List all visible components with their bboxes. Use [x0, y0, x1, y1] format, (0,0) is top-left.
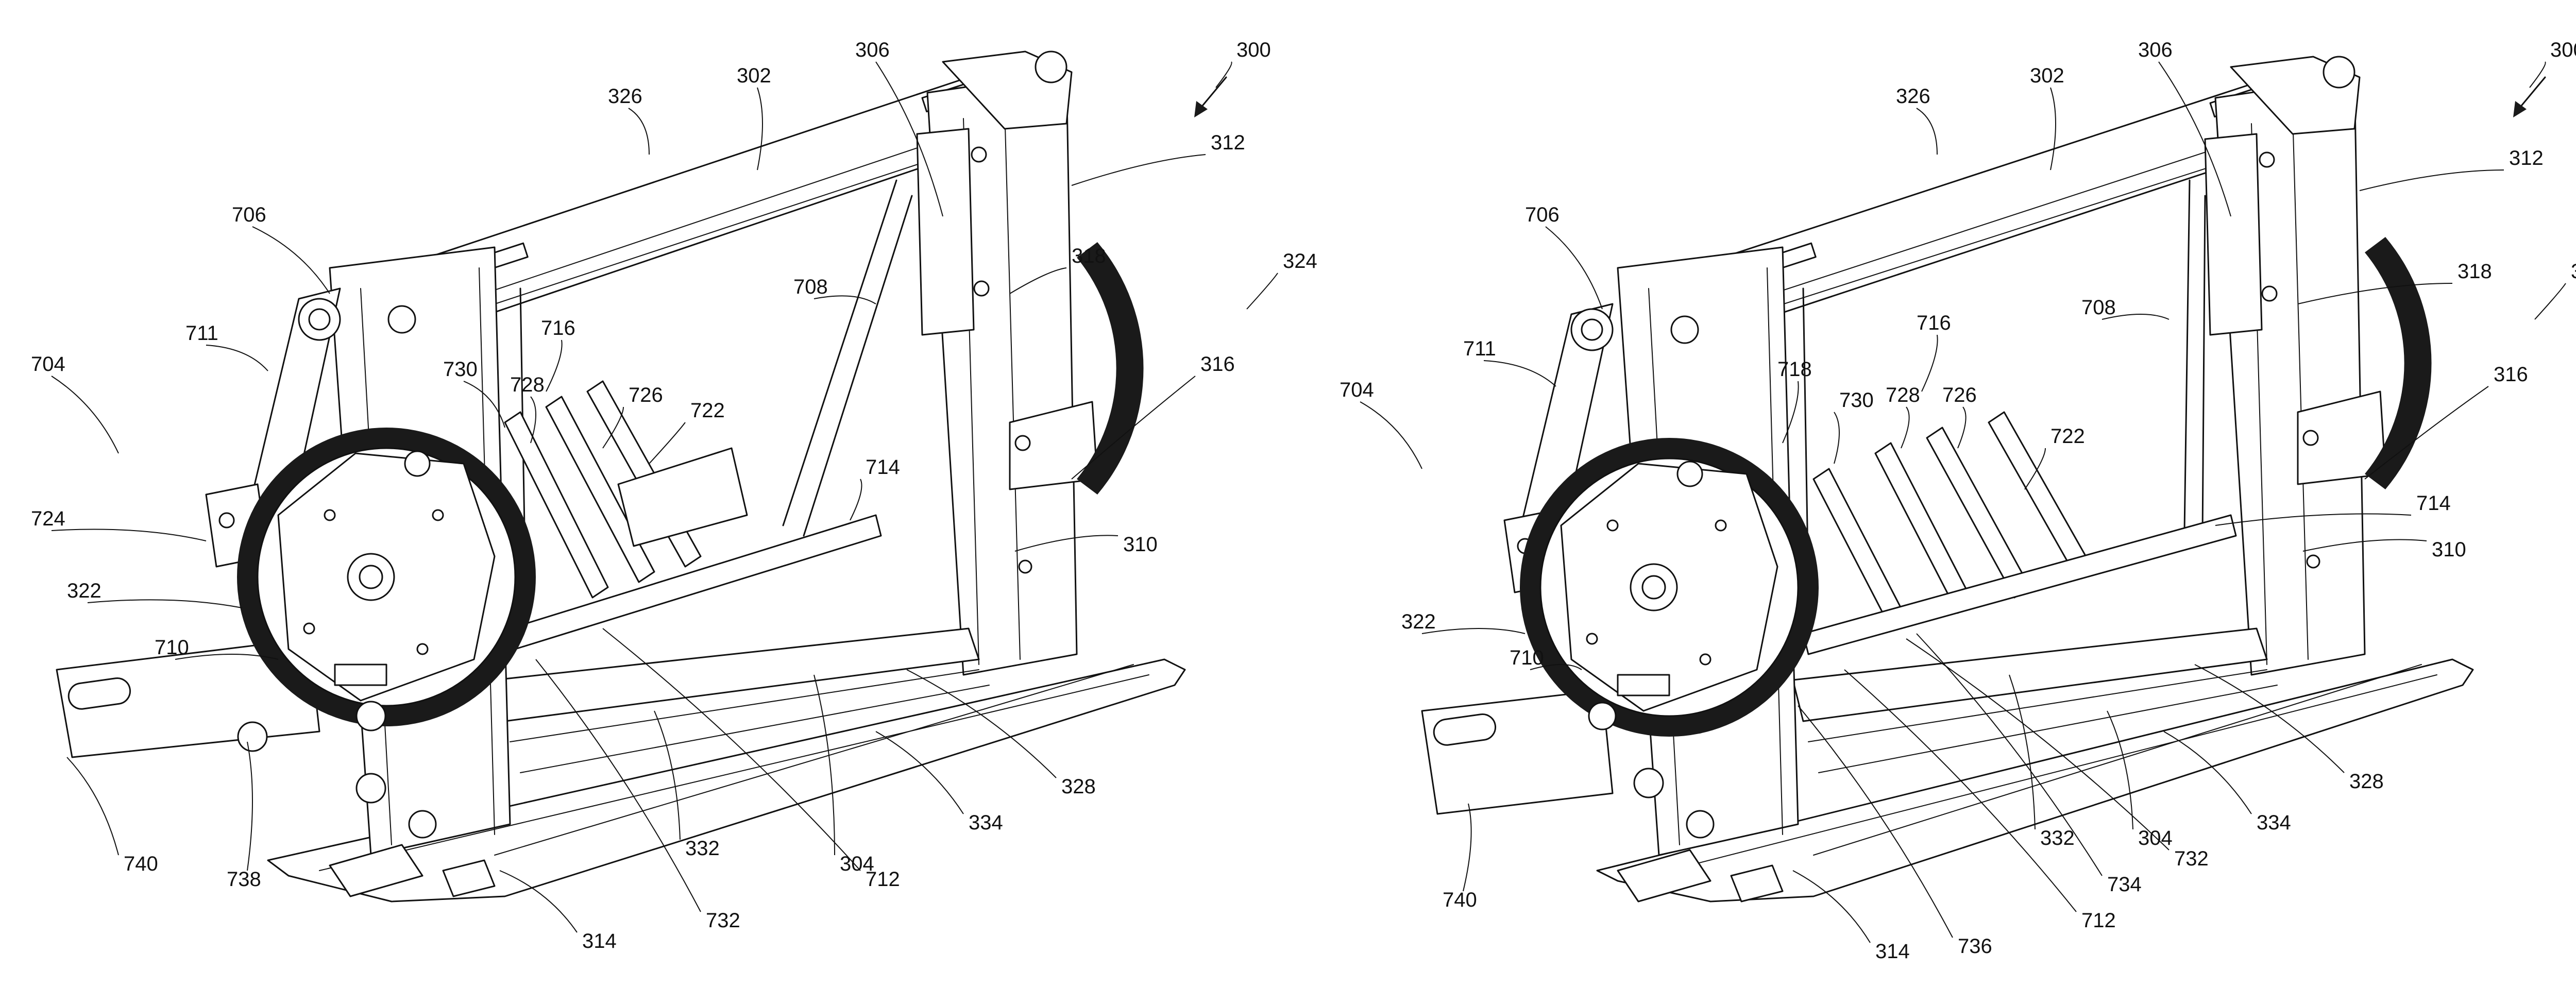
- leader-line-704: [1360, 402, 1422, 469]
- reference-label-722: 722: [2050, 425, 2085, 448]
- reference-label-326: 326: [1896, 85, 1930, 108]
- leader-line-714: [850, 479, 862, 520]
- reference-label-728: 728: [1886, 384, 1920, 406]
- reference-label-302: 302: [737, 64, 771, 87]
- leader-line-324: [1247, 273, 1278, 309]
- reference-label-708: 708: [2081, 296, 2116, 319]
- leader-line-322: [1422, 628, 1525, 634]
- leader-line-711: [206, 345, 268, 371]
- reference-label-736: 736: [1958, 935, 1992, 958]
- reference-label-316: 316: [2494, 363, 2528, 386]
- reference-label-734: 734: [2107, 873, 2142, 896]
- leader-line-312: [2360, 170, 2504, 191]
- reference-label-740: 740: [124, 853, 158, 875]
- reference-label-722: 722: [690, 399, 725, 422]
- leader-line-726: [1958, 407, 1966, 448]
- reference-label-732: 732: [706, 909, 740, 932]
- leader-line-706: [1546, 227, 1602, 309]
- reference-label-740: 740: [1443, 889, 1477, 911]
- reference-label-324: 324: [1283, 250, 1317, 273]
- reference-label-718: 718: [1777, 358, 1812, 381]
- reference-label-714: 714: [2416, 492, 2451, 515]
- reference-label-334: 334: [2257, 811, 2291, 834]
- reference-label-312: 312: [1211, 131, 1245, 154]
- reference-label-304: 304: [2138, 827, 2173, 849]
- reference-label-300: 300: [2550, 39, 2576, 61]
- reference-label-728: 728: [510, 373, 545, 396]
- leader-line-322: [88, 600, 242, 608]
- reference-label-708: 708: [793, 276, 828, 298]
- reference-label-732: 732: [2174, 847, 2209, 870]
- leader-line-711: [1484, 361, 1556, 386]
- reference-label-704: 704: [1340, 379, 1374, 401]
- left-view-figure: [57, 52, 1226, 901]
- leader-line-738: [247, 742, 252, 871]
- leader-line-730: [1834, 412, 1839, 464]
- reference-label-710: 710: [1510, 646, 1544, 669]
- reference-label-716: 716: [1917, 312, 1951, 334]
- reference-label-310: 310: [1123, 533, 1158, 556]
- reference-label-726: 726: [629, 384, 663, 406]
- reference-label-328: 328: [1061, 775, 1096, 798]
- leader-line-704: [52, 376, 118, 453]
- reference-label-306: 306: [2138, 39, 2173, 61]
- reference-label-726: 726: [1942, 384, 1977, 406]
- reference-label-712: 712: [866, 868, 900, 891]
- leader-line-312: [1072, 155, 1206, 185]
- reference-label-312: 312: [2509, 147, 2544, 169]
- reference-label-332: 332: [2040, 827, 2075, 849]
- reference-label-738: 738: [227, 868, 261, 891]
- reference-label-322: 322: [1401, 610, 1436, 633]
- reference-label-711: 711: [1463, 337, 1496, 360]
- reference-label-302: 302: [2030, 64, 2064, 87]
- leader-line-326: [1917, 108, 1937, 155]
- reference-label-716: 716: [541, 317, 575, 339]
- reference-label-314: 314: [582, 930, 617, 952]
- reference-label-710: 710: [155, 636, 189, 659]
- main-gear: [237, 428, 536, 726]
- leader-line-740: [67, 757, 118, 855]
- main-gear: [1520, 438, 1819, 737]
- reference-label-332: 332: [685, 837, 720, 860]
- reference-label-714: 714: [866, 456, 900, 479]
- reference-label-306: 306: [855, 39, 890, 61]
- leader-line-324: [2535, 283, 2566, 319]
- leader-line-728: [1901, 407, 1909, 448]
- reference-label-326: 326: [608, 85, 642, 108]
- reference-label-704: 704: [31, 353, 65, 376]
- reference-label-334: 334: [969, 811, 1003, 834]
- reference-label-730: 730: [1839, 389, 1874, 412]
- reference-label-706: 706: [1525, 203, 1560, 226]
- reference-label-730: 730: [443, 358, 478, 381]
- reference-label-310: 310: [2432, 538, 2466, 561]
- reference-label-328: 328: [2349, 770, 2384, 793]
- leader-line-722: [649, 422, 685, 464]
- leader-line-326: [629, 108, 649, 155]
- reference-label-314: 314: [1875, 940, 1910, 963]
- reference-label-318: 318: [2458, 260, 2492, 283]
- leader-line-300: [2530, 62, 2546, 88]
- reference-label-712: 712: [2081, 909, 2116, 932]
- reference-label-318: 318: [1072, 245, 1106, 267]
- reference-label-322: 322: [67, 580, 101, 602]
- reference-label-316: 316: [1200, 353, 1235, 376]
- reference-label-300: 300: [1236, 39, 1271, 61]
- reference-label-324: 324: [2571, 260, 2576, 283]
- leader-line-706: [252, 227, 330, 294]
- leader-line-300: [1216, 62, 1232, 88]
- reference-label-711: 711: [185, 322, 218, 345]
- leader-line-724: [52, 530, 206, 541]
- leader-line-716: [1922, 335, 1938, 392]
- reference-label-724: 724: [31, 507, 65, 530]
- leader-line-740: [1463, 804, 1471, 891]
- leader-line-716: [546, 340, 562, 392]
- reference-label-706: 706: [232, 203, 266, 226]
